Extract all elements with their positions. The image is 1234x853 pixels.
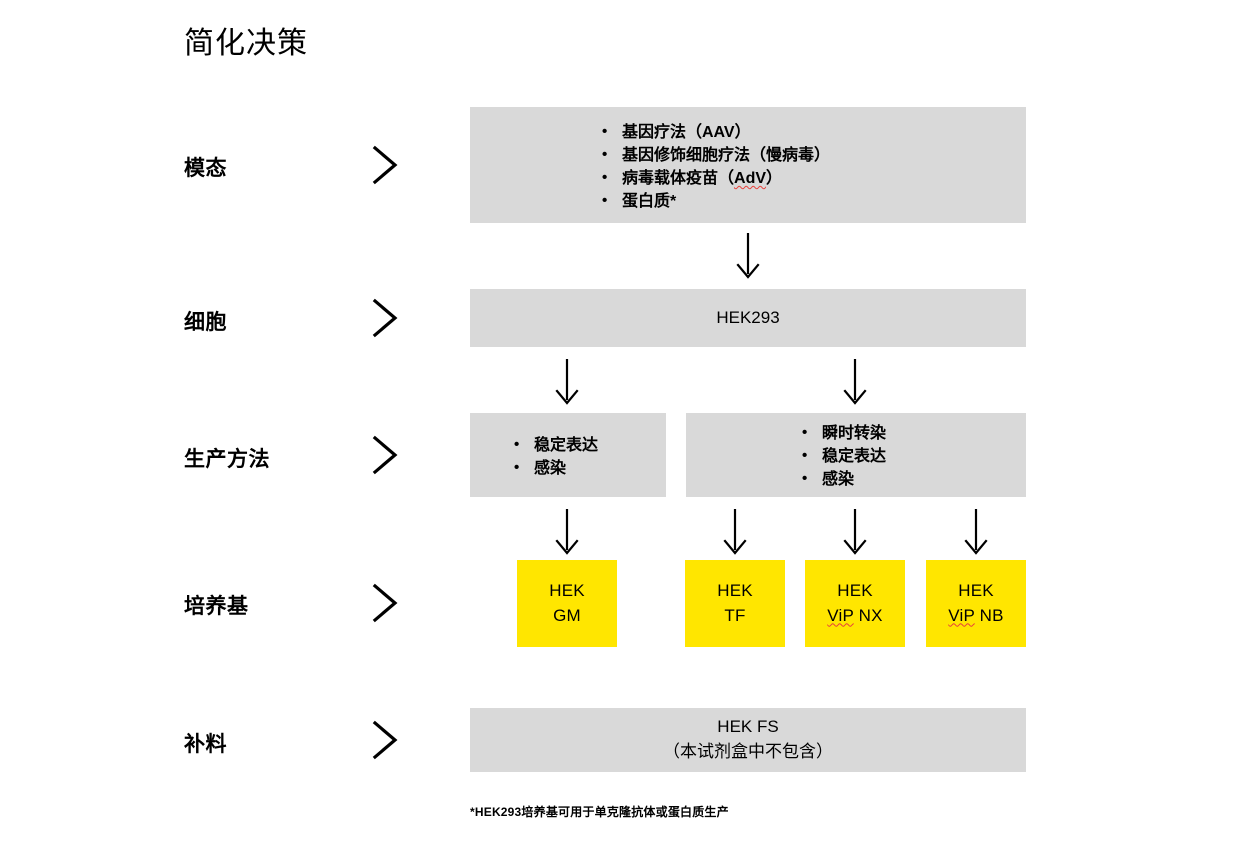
cells-label: HEK293 xyxy=(716,307,780,327)
media-box-line2: ViP NX xyxy=(827,604,882,629)
media-box-content: HEK ViP NB xyxy=(926,560,1026,647)
row-label-cells: 细胞 xyxy=(184,311,227,334)
spellcheck-flagged-text: ViP xyxy=(948,605,975,625)
chevron-right-icon xyxy=(368,717,402,763)
cells-box-content: HEK293 xyxy=(470,289,1026,347)
feed-box-content: HEK FS （本试剂盒中不包含） xyxy=(470,708,1026,772)
media-box-content: HEK TF xyxy=(685,560,785,647)
chevron-right-icon xyxy=(368,142,402,188)
production-method-box-right: 瞬时转染 稳定表达 感染 xyxy=(686,413,1026,497)
media-box-line2-rest: NB xyxy=(974,605,1004,625)
spellcheck-flagged-text: ViP xyxy=(827,605,854,625)
media-box-hek-vip-nx: HEK ViP NX xyxy=(805,560,905,647)
feed-line1: HEK FS xyxy=(717,717,779,737)
arrow-down-icon xyxy=(721,508,749,556)
arrow-down-icon xyxy=(734,232,762,280)
chevron-right-icon xyxy=(368,295,402,341)
media-box-content: HEK GM xyxy=(517,560,617,647)
production-method-right-list: 瞬时转染 稳定表达 感染 xyxy=(800,421,886,491)
arrow-down-icon xyxy=(841,508,869,556)
arrow-down-icon xyxy=(962,508,990,556)
row-label-production-method: 生产方法 xyxy=(184,448,270,471)
list-item: 基因修饰细胞疗法（慢病毒） xyxy=(600,143,830,167)
list-item-text-suffix: ） xyxy=(766,170,783,187)
arrow-down-icon xyxy=(841,358,869,406)
media-box-content: HEK ViP NX xyxy=(805,560,905,647)
production-method-box-left: 稳定表达 感染 xyxy=(470,413,666,497)
chevron-right-icon xyxy=(368,580,402,626)
list-item: 稳定表达 xyxy=(512,433,598,457)
media-box-line1: HEK xyxy=(837,580,873,600)
media-box-hek-vip-nb: HEK ViP NB xyxy=(926,560,1026,647)
feed-box: HEK FS （本试剂盒中不包含） xyxy=(470,708,1026,772)
modality-box: 基因疗法（AAV） 基因修饰细胞疗法（慢病毒） 病毒载体疫苗（AdV） 蛋白质* xyxy=(470,107,1026,223)
media-box-line1: HEK xyxy=(549,580,585,600)
production-method-left-list: 稳定表达 感染 xyxy=(512,433,598,480)
cells-box: HEK293 xyxy=(470,289,1026,347)
row-label-media: 培养基 xyxy=(184,595,249,618)
media-box-hek-tf: HEK TF xyxy=(685,560,785,647)
media-box-line2: TF xyxy=(724,605,746,625)
footnote: *HEK293培养基可用于单克隆抗体或蛋白质生产 xyxy=(470,805,729,819)
list-item: 病毒载体疫苗（AdV） xyxy=(600,166,830,190)
row-label-feed: 补料 xyxy=(184,733,227,756)
media-box-line1: HEK xyxy=(958,580,994,600)
media-box-line2: ViP NB xyxy=(948,604,1003,629)
list-item: 感染 xyxy=(512,456,598,480)
arrow-down-icon xyxy=(553,358,581,406)
media-box-hek-gm: HEK GM xyxy=(517,560,617,647)
list-item: 蛋白质* xyxy=(600,189,830,213)
media-box-line2-rest: NX xyxy=(853,605,883,625)
list-item: 瞬时转染 xyxy=(800,421,886,445)
chevron-right-icon xyxy=(368,432,402,478)
spellcheck-flagged-text: AdV xyxy=(734,170,767,187)
modality-list: 基因疗法（AAV） 基因修饰细胞疗法（慢病毒） 病毒载体疫苗（AdV） 蛋白质* xyxy=(600,120,830,213)
list-item: 感染 xyxy=(800,467,886,491)
feed-line2: （本试剂盒中不包含） xyxy=(663,742,833,761)
list-item: 基因疗法（AAV） xyxy=(600,120,830,144)
list-item-text-prefix: 病毒载体疫苗（ xyxy=(622,170,735,187)
arrow-down-icon xyxy=(553,508,581,556)
media-box-line2: GM xyxy=(553,605,581,625)
page-title: 简化决策 xyxy=(184,27,308,60)
media-box-line1: HEK xyxy=(717,580,753,600)
row-label-modality: 模态 xyxy=(184,157,227,180)
list-item: 稳定表达 xyxy=(800,444,886,468)
